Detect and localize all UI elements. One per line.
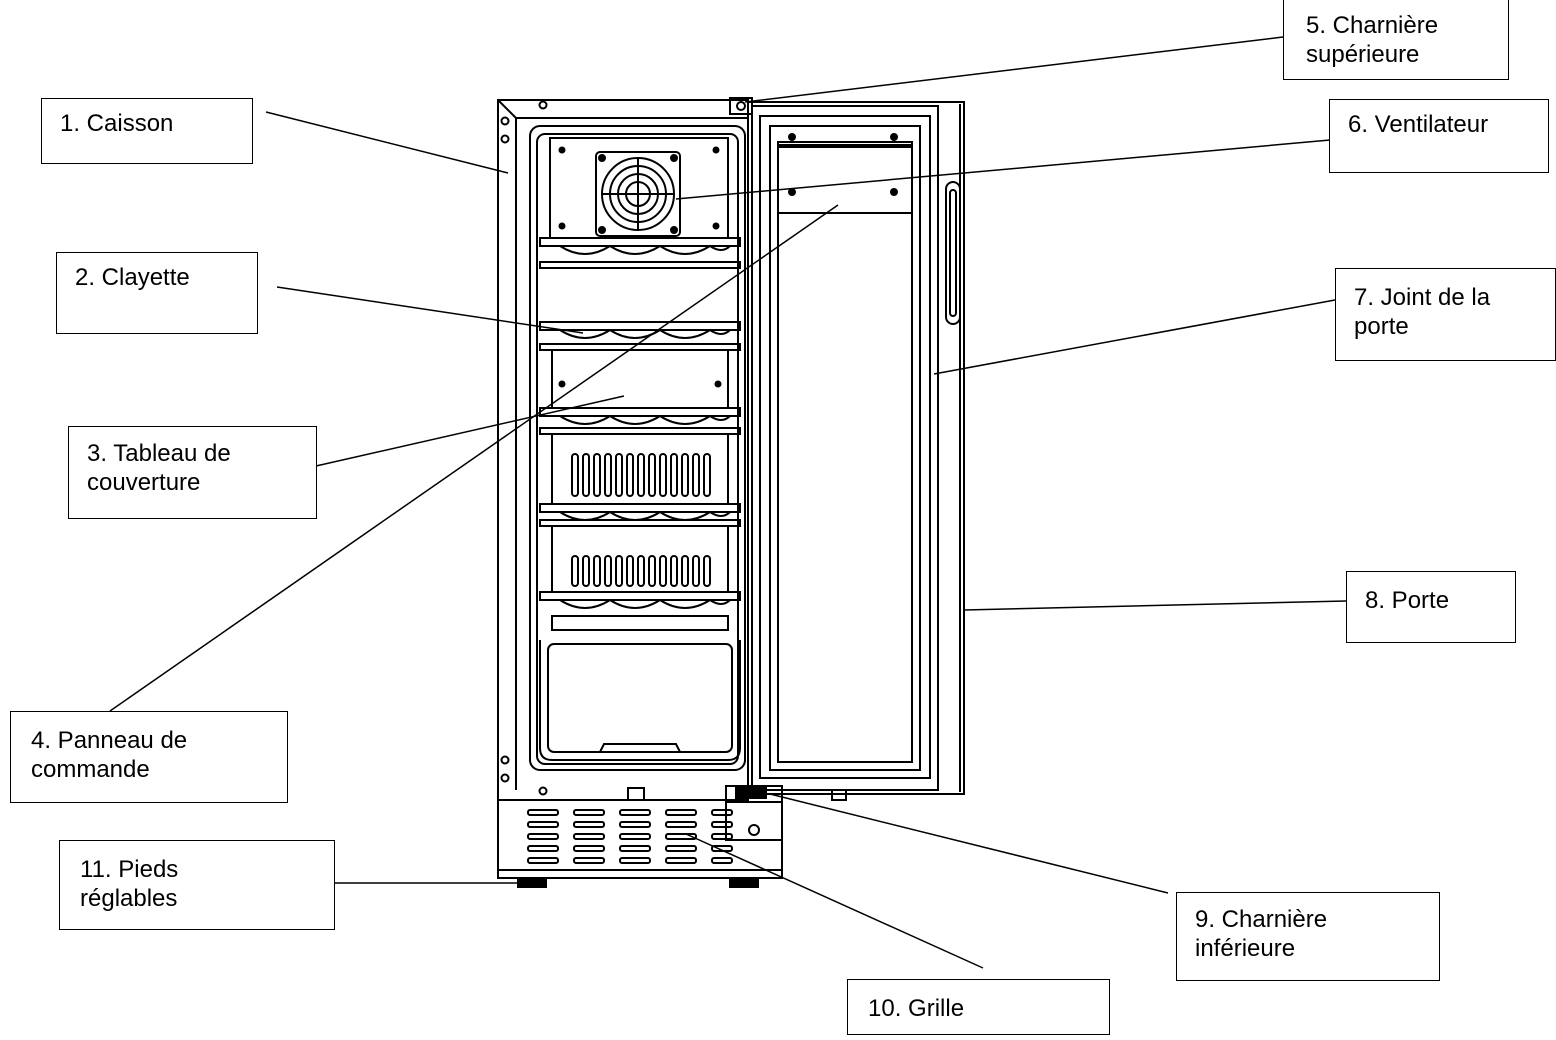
callout-text: 6. Ventilateur — [1348, 111, 1489, 138]
callout-charniere-sup: 5. Charnière supérieure — [1283, 0, 1509, 80]
adjustable-feet — [517, 877, 759, 888]
callout-text: couverture — [87, 469, 201, 496]
callout-text: 2. Clayette — [75, 264, 190, 291]
door-handle — [945, 181, 961, 325]
top-hinge — [729, 97, 753, 115]
callout-caisson: 1. Caisson — [41, 98, 253, 164]
callout-text: porte — [1354, 313, 1409, 340]
bottom-hinge — [725, 785, 783, 841]
callout-ventilateur: 6. Ventilateur — [1329, 99, 1549, 173]
callout-porte: 8. Porte — [1346, 571, 1516, 643]
callout-panneau: 4. Panneau de commande — [10, 711, 288, 803]
callout-text: inférieure — [1195, 935, 1296, 962]
leader-joint — [933, 299, 1336, 375]
door — [747, 101, 965, 801]
fan-icon — [595, 151, 681, 237]
leader-grille — [685, 833, 984, 969]
callout-text: 8. Porte — [1365, 587, 1450, 614]
grille-slots — [527, 809, 733, 864]
callout-text: 11. Pieds — [80, 856, 179, 883]
callout-joint: 7. Joint de la porte — [1335, 268, 1556, 361]
callout-text: supérieure — [1306, 41, 1420, 68]
callout-text: 1. Caisson — [60, 110, 174, 137]
callout-text: 5. Charnière — [1306, 12, 1439, 39]
callout-tableau: 3. Tableau de couverture — [68, 426, 317, 519]
leader-clayette — [276, 286, 584, 334]
callout-text: 10. Grille — [868, 995, 965, 1022]
callout-text: commande — [31, 756, 150, 783]
callout-text: réglables — [80, 885, 178, 912]
leader-ventilateur — [675, 139, 1331, 200]
leader-caisson — [265, 111, 509, 174]
leader-lines — [109, 36, 1347, 969]
base-grille — [497, 787, 783, 879]
leader-porte — [963, 600, 1347, 611]
shelves — [539, 237, 741, 761]
callout-grille: 10. Grille — [847, 979, 1110, 1035]
leader-panneau — [109, 204, 839, 712]
callout-clayette: 2. Clayette — [56, 252, 258, 334]
callout-text: 3. Tableau de — [87, 440, 231, 467]
leader-tableau — [315, 395, 625, 467]
callout-text: 4. Panneau de — [31, 727, 188, 754]
callout-text: 9. Charnière — [1195, 906, 1328, 933]
callout-pieds: 11. Pieds réglables — [59, 840, 335, 930]
callout-charniere-inf: 9. Charnière inférieure — [1176, 892, 1440, 981]
basket-slots-lower — [571, 555, 711, 587]
callout-text: 7. Joint de la — [1354, 284, 1491, 311]
fan-housing — [549, 137, 729, 239]
inner-liner — [529, 125, 746, 771]
basket-slots-upper — [571, 453, 711, 497]
leader-charniere-inf — [769, 793, 1169, 894]
cabinet-body — [497, 99, 749, 801]
leader-charniere-sup — [744, 36, 1284, 103]
